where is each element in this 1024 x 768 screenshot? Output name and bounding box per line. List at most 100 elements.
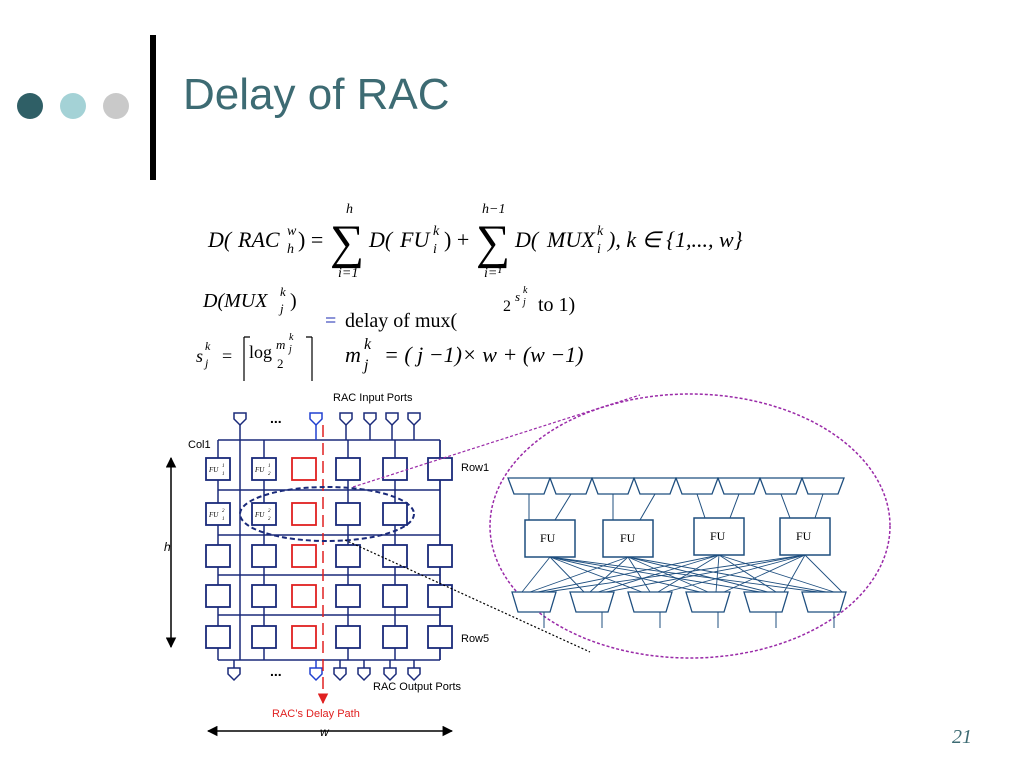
fu-cell (205, 625, 231, 649)
detail-fu-label: FU (620, 531, 636, 545)
eq3-s-sub: j (203, 356, 209, 370)
eq4-m: m (345, 342, 361, 367)
mux (591, 477, 635, 495)
eq3-ceil-left (243, 336, 250, 381)
equation-mux-delay: D(MUX k j ) = delay of mux( 2 s k j to 1… (202, 284, 575, 332)
bottom-mux-outputs (543, 612, 835, 628)
w-label: w (320, 725, 330, 739)
input-ports-label: RAC Input Ports (333, 392, 413, 404)
fu-cell (427, 457, 453, 481)
eq2-two: 2 (503, 298, 511, 315)
input-port (309, 412, 323, 427)
mux (507, 477, 551, 495)
output-port (309, 667, 323, 682)
fu-cell (427, 584, 453, 608)
fu-cell (251, 502, 277, 526)
mux (511, 591, 557, 613)
eq1-term1-sub: i (433, 242, 437, 257)
eq1-sum2-symbol: ∑ (476, 216, 510, 269)
fu-cell (251, 625, 277, 649)
fu-cell (335, 625, 361, 649)
eq2-exp-sub: j (521, 297, 526, 308)
mux (801, 477, 845, 495)
fu-cell (205, 457, 231, 481)
crossbar-wires (521, 554, 843, 593)
eq1-sum1-symbol: ∑ (330, 216, 364, 269)
eq3-m-sub: j (287, 344, 292, 355)
eq1-term1-close: ) + (444, 227, 469, 252)
eq2-exp-sup: k (523, 285, 528, 296)
output-port (227, 667, 241, 682)
fu-cell (205, 584, 231, 608)
output-ports-label: RAC Output Ports (373, 681, 462, 693)
dot-gray (103, 93, 129, 119)
fu22-label: FU (254, 511, 265, 519)
fu-cell (205, 544, 231, 568)
eq1-lhs-rac: RAC (237, 227, 280, 252)
mux (743, 591, 789, 613)
output-port (357, 667, 371, 682)
equation-mux-inputs: m k j = ( j −1)× w + (w −1) (345, 336, 584, 374)
fu-cell (335, 584, 361, 608)
fu12-sup: 1 (268, 464, 271, 469)
fu-cell-delay-path (291, 502, 317, 526)
delay-path-label: RAC’s Delay Path (272, 708, 360, 720)
eq2-lhs: D(MUX (202, 290, 268, 312)
fu-cell (335, 457, 361, 481)
fu-cell (251, 544, 277, 568)
decorative-dots (17, 93, 129, 119)
detail-fu (693, 517, 745, 556)
detail-fu-label: FU (796, 529, 812, 543)
fu-cell (251, 457, 277, 481)
fu-cell (382, 584, 408, 608)
output-port (333, 667, 347, 682)
fu-cell (205, 502, 231, 526)
equation-rac-delay: D( RAC w h ) = ∑ h i=1 D( FU k i ) + ∑ h… (207, 202, 743, 281)
fu-cell-delay-path (291, 584, 317, 608)
fu22-sub: 2 (268, 517, 271, 522)
slide-number: 21 (952, 726, 972, 748)
eq2-lhs-sup: k (280, 284, 286, 299)
eq4-m-sup: k (364, 336, 372, 353)
eq3-m: m (276, 337, 285, 352)
eq1-lhs-sup: w (287, 224, 297, 239)
title-divider-bar (150, 35, 156, 180)
eq4-rhs: = ( j −1)× w + (w −1) (384, 342, 584, 367)
eq3-m-sup: k (289, 332, 294, 343)
fu-cell (427, 625, 453, 649)
fu21-sup: 2 (222, 509, 225, 514)
eq1-sum1-top: h (346, 202, 353, 217)
detail-fu-label: FU (710, 529, 726, 543)
eq3-s-sup: k (205, 339, 211, 353)
fu12-label: FU (254, 466, 265, 474)
fu11-sub: 1 (222, 472, 225, 477)
fu-cell-labels: FU 1 1 FU 1 2 FU 2 1 FU 2 2 (208, 464, 271, 522)
eq4-m-sub: j (362, 357, 369, 374)
eq2-text: delay of mux( (345, 310, 458, 332)
equation-select-bits: s k j = log 2 m k j (196, 332, 313, 381)
eq1-term2-sup: k (597, 224, 604, 239)
mux (675, 477, 719, 495)
eq1-term1-fu: FU (399, 227, 431, 252)
fu-cell-delay-path (291, 544, 317, 568)
fu21-sub: 1 (222, 517, 225, 522)
fu22-sup: 2 (268, 509, 271, 514)
top-mux-wires (528, 493, 824, 521)
row1-label: Row1 (461, 462, 489, 474)
eq1-term1-d: D( (368, 227, 394, 252)
eq3-ceil-right (306, 336, 313, 381)
fu-cell (382, 625, 408, 649)
mux (801, 591, 847, 613)
ellipsis-top: ... (270, 410, 282, 426)
eq2-equals: = (325, 310, 336, 332)
eq1-term2-mux: MUX (546, 227, 596, 252)
output-port (383, 667, 397, 682)
fu12-sub: 2 (268, 472, 271, 477)
eq2-lhs-close: ) (290, 290, 297, 312)
eq3-log-base: 2 (277, 356, 284, 371)
eq3-s: s (196, 346, 203, 366)
eq1-lhs-sub: h (287, 242, 294, 257)
eq3-log: log (249, 342, 272, 362)
